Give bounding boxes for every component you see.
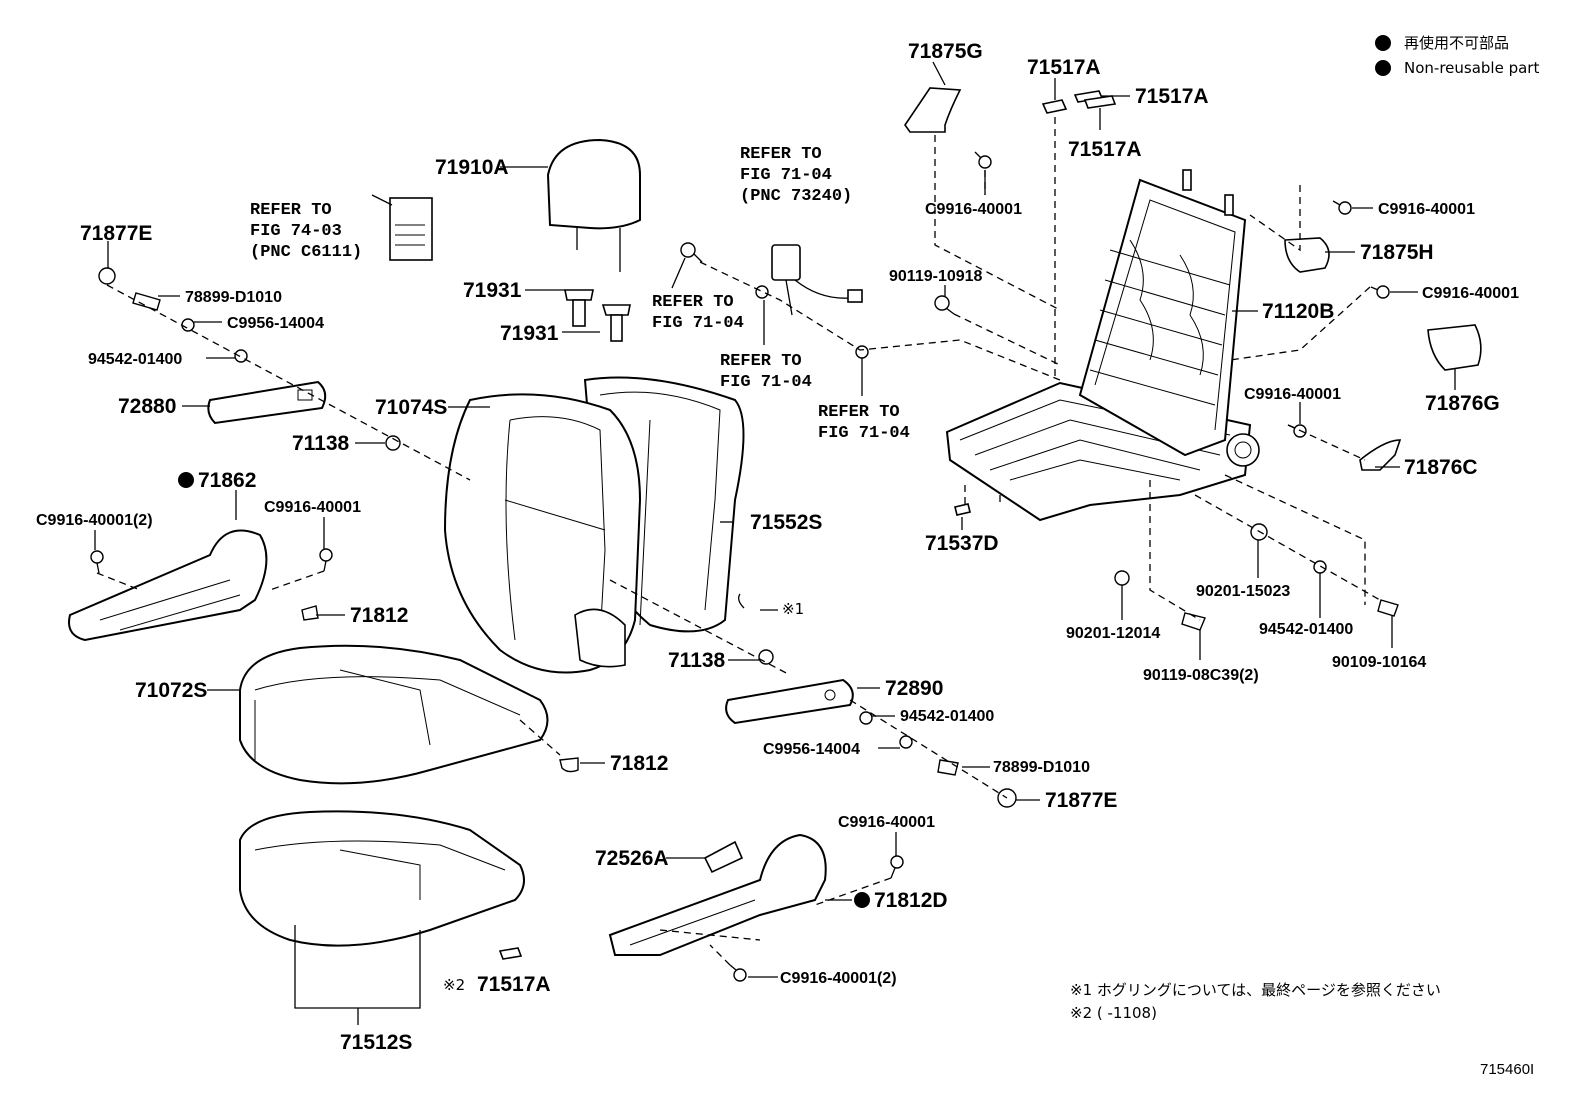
ref-line: (PNC 73240) [740,187,852,206]
footnote-1: ※1 ホグリングについては、最終ページを参照ください [1070,981,1441,999]
ref-line: REFER TO [652,293,734,312]
part-number-label: 71517A [1027,56,1101,79]
part-number-label: 72890 [885,677,943,700]
part-number-label: 71517A [1135,85,1209,108]
part-number-label: 72526A [595,847,669,870]
part-number-label: 94542-01400 [900,708,994,725]
part-number-label: 71512S [340,1031,412,1054]
part-number-label: 71812 [610,752,668,775]
part-number-label: 71875G [908,40,983,63]
seat-belt-buckle-drawing [771,244,863,316]
part-number-label: C9956-14004 [227,315,324,332]
bracket-71876G-drawing [1427,324,1482,371]
part-number-label: C9956-14004 [763,741,860,758]
non-reusable-marker-icon [1375,35,1391,51]
part-number-label: 71517A [1068,138,1142,161]
seat-cushion-pad-drawing [239,810,525,947]
part-number-label: 71138 [668,649,726,672]
part-number-label: C9916-40001 [1244,386,1341,403]
part-number-label: C9916-40001 [1422,285,1519,302]
bracket-71875G-drawing [904,87,962,133]
part-number-label: 90109-10164 [1332,654,1426,671]
legend: 再使用不可部品 Non-reusable part [1375,34,1539,77]
legend-item-en: Non-reusable part [1404,59,1539,77]
reference-labels: REFER TO FIG 74-03 (PNC C6111) REFER TO … [250,145,910,443]
knob-72526A-drawing [703,840,744,874]
ref-line: (PNC C6111) [250,243,362,262]
legend-item-jp: 再使用不可部品 [1404,34,1509,52]
ref-line: REFER TO [720,352,802,371]
part-number-label: 90119-08C39(2) [1143,667,1259,684]
part-number-label: 71812 [350,604,408,627]
bracket-71875H-drawing [1284,237,1330,273]
part-number-label: 90201-15023 [1196,583,1290,600]
part-number-label: C9916-40001(2) [780,970,897,987]
part-number-label: 71931 [500,322,559,345]
part-number-label: 71876G [1425,392,1500,415]
ref-line: FIG 71-04 [720,373,812,392]
part-number-label: 71910A [435,156,509,179]
headrest-drawing [546,138,641,272]
footnotes: ※1 ホグリングについては、最終ページを参照ください ※2 ( -1108) [1070,981,1441,1022]
ref-line: REFER TO [250,201,332,220]
bracket-71876C-drawing [1359,439,1402,471]
part-number-label: 71072S [135,679,207,702]
part-number-label: 94542-01400 [1259,621,1353,638]
ref-line: FIG 71-04 [818,424,910,443]
part-number-label: 71120B [1262,300,1334,323]
ref-line: FIG 71-04 [652,314,744,333]
part-number-label: 90201-12014 [1066,625,1160,642]
headrest-guide-drawing [564,289,631,342]
part-number-label: 71931 [463,279,522,302]
side-shield-71812D-drawing [608,833,827,956]
part-number-label: 71875H [1360,241,1434,264]
ref-line: FIG 74-03 [250,222,342,241]
part-number-label: 71862 [198,469,256,492]
seat-cushion-cover-drawing [239,644,549,785]
part-number-label: 71812D [874,889,948,912]
part-number-label: 71138 [292,432,350,455]
side-shield-71862-drawing [68,529,268,642]
manual-book-icon [371,194,433,261]
non-reusable-marker-icon [854,892,870,908]
figure-id: 715460I [1480,1061,1534,1078]
note-mark-2: ※2 [443,976,465,994]
part-number-label: C9916-40001 [838,814,935,831]
fastener-drawings [90,151,1399,982]
part-number-label: 71537D [925,532,999,555]
cover-72890-drawing [725,678,854,725]
part-labels: 71875G 71517A 71517A 71517A 71910A 71877… [36,40,1519,1054]
pad-drawings [498,90,1117,960]
part-number-label: 71876C [1404,456,1478,479]
part-number-label: 78899-D1010 [185,289,282,306]
part-number-label: C9916-40001 [1378,201,1475,218]
non-reusable-marker-icon [1375,60,1391,76]
ref-line: REFER TO [740,145,822,164]
leader-lines [94,61,1456,1025]
part-number-label: C9916-40001(2) [36,512,153,529]
footnote-2: ※2 ( -1108) [1070,1004,1157,1022]
part-number-label: 71877E [80,222,152,245]
non-reusable-marker-icon [178,472,194,488]
ref-line: REFER TO [818,403,900,422]
part-number-label: 71877E [1045,789,1117,812]
part-number-label: 71517A [477,973,551,996]
part-number-label: 71552S [750,511,822,534]
seat-back-drawing [443,376,745,674]
part-number-label: C9916-40001 [264,499,361,516]
part-number-label: 94542-01400 [88,351,182,368]
part-number-label: 72880 [118,395,176,418]
part-number-label: C9916-40001 [925,201,1022,218]
part-number-label: 71074S [375,396,447,419]
cover-72880-drawing [207,380,327,425]
seat-frame-drawing [945,169,1260,522]
note-mark-1: ※1 [782,600,804,618]
part-number-label: 78899-D1010 [993,759,1090,776]
ref-line: FIG 71-04 [740,166,832,185]
part-number-label: 90119-10918 [889,268,983,285]
